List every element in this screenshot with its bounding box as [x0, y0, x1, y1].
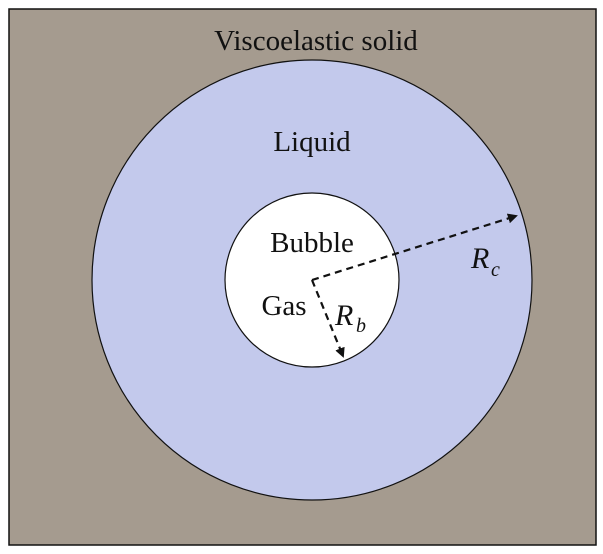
solid-label: Viscoelastic solid — [214, 25, 418, 57]
gas-label: Gas — [261, 290, 306, 322]
bubble-radius-subscript: b — [356, 315, 366, 337]
liquid-label: Liquid — [273, 126, 351, 158]
bubble-radius-arrow — [310, 279, 345, 358]
bubble-radius-symbol: R — [334, 299, 353, 332]
cavity-radius-symbol: R — [470, 242, 489, 275]
cavity-radius-subscript: c — [491, 259, 500, 281]
bubble-label: Bubble — [270, 227, 354, 259]
